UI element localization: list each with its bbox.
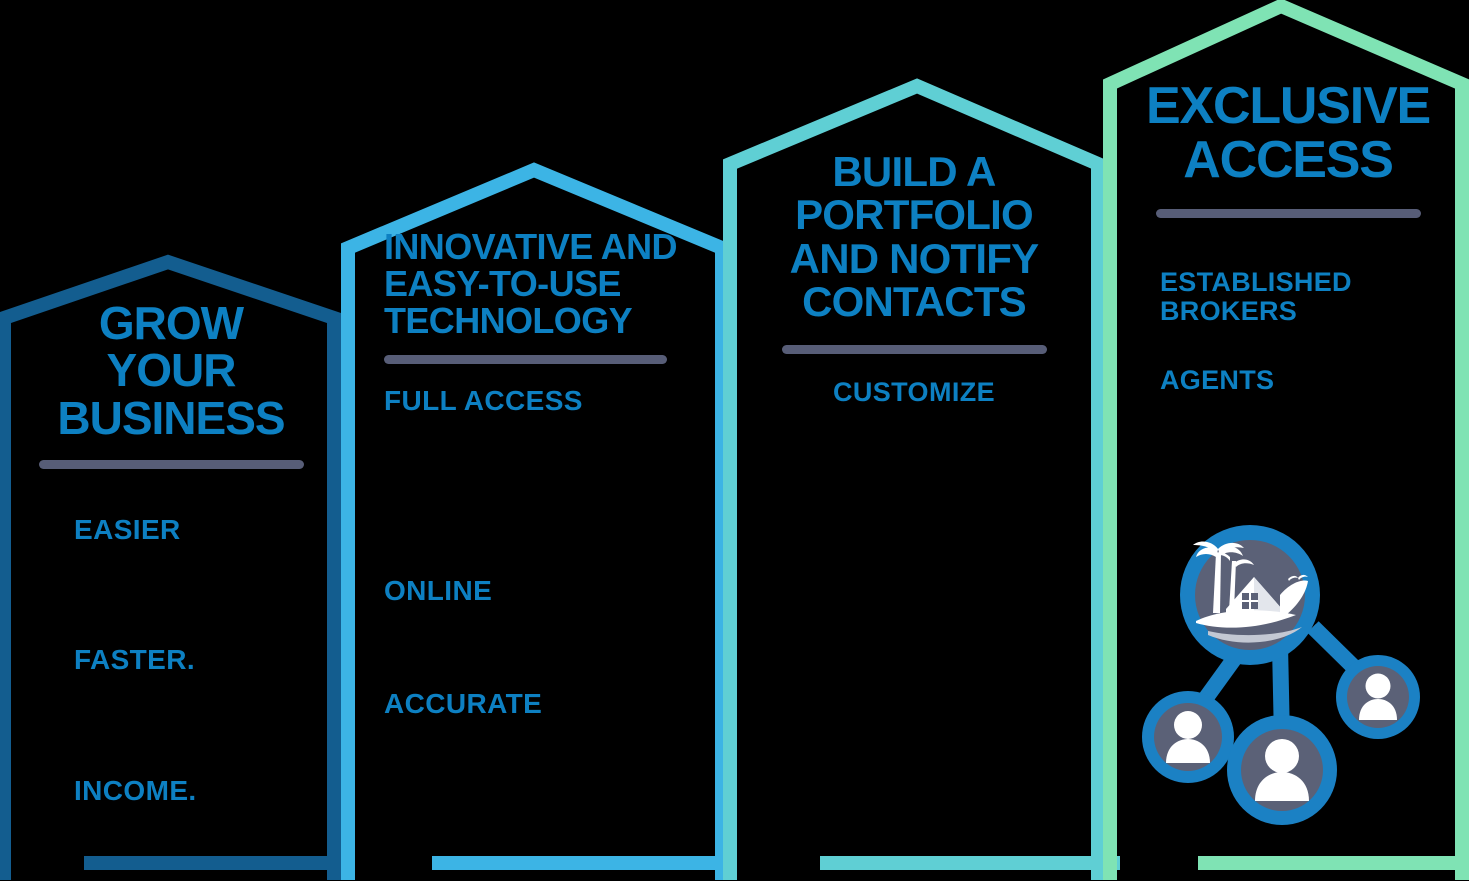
column-4-heading: EXCLUSIVE ACCESS <box>1118 77 1458 189</box>
heading-line: EASY-TO-USE <box>384 263 621 305</box>
column-2-heading: INNOVATIVE AND EASY-TO-USE TECHNOLOGY <box>356 228 708 339</box>
bird-icon <box>1288 574 1308 581</box>
column-2-feature-list: FULL ACCESS ONLINE ACCURATE <box>356 385 708 719</box>
column-1-feature-list: EASIER FASTER. INCOME. <box>12 514 330 806</box>
spacer <box>384 607 708 689</box>
network-people-house-icon <box>1142 525 1420 825</box>
heading-line: GROW <box>98 297 244 349</box>
column-3-divider <box>781 345 1047 354</box>
column-1-divider <box>38 460 304 470</box>
feature-item: EASIER <box>74 514 181 546</box>
feature-item: ESTABLISHED <box>1160 267 1352 298</box>
column-3-heading: BUILD A PORTFOLIO AND NOTIFY CONTACTS <box>738 150 1090 323</box>
benefit-column-3: BUILD A PORTFOLIO AND NOTIFY CONTACTS CU… <box>738 150 1090 407</box>
feature-item: ACCURATE <box>384 687 543 719</box>
column-3-feature-list: CUSTOMIZE <box>738 377 1090 407</box>
column-1-heading: GROW YOUR BUSINESS <box>12 297 330 444</box>
column-4-feature-list: ESTABLISHED BROKERS AGENTS <box>1118 267 1458 396</box>
benefit-column-4: EXCLUSIVE ACCESS ESTABLISHED BROKERS AGE… <box>1118 77 1458 396</box>
heading-line: TECHNOLOGY <box>384 300 633 342</box>
heading-line: YOUR <box>106 344 237 397</box>
heading-line: BUSINESS <box>57 391 285 444</box>
feature-item: INCOME. <box>74 774 197 806</box>
benefit-column-1: GROW YOUR BUSINESS EASIER FASTER. INCOME… <box>12 297 330 806</box>
feature-item: FASTER. <box>74 644 196 676</box>
spacer <box>384 416 708 576</box>
heading-line: EXCLUSIVE <box>1146 77 1431 135</box>
heading-line: BUILD A <box>832 148 996 195</box>
spacer <box>74 545 330 645</box>
palm-tree-icon <box>1193 541 1254 613</box>
spacer <box>74 676 330 776</box>
house-icon <box>1226 577 1282 619</box>
feature-item: AGENTS <box>1160 365 1275 396</box>
heading-line: CONTACTS <box>802 277 1027 325</box>
feature-item: CUSTOMIZE <box>832 377 996 407</box>
feature-item: FULL ACCESS <box>384 385 583 417</box>
heading-line: INNOVATIVE AND <box>384 226 678 267</box>
benefit-column-2: INNOVATIVE AND EASY-TO-USE TECHNOLOGY FU… <box>356 228 708 719</box>
person-node-center <box>1227 715 1337 825</box>
heading-line: AND NOTIFY <box>789 234 1039 282</box>
person-node-right <box>1336 655 1420 739</box>
feature-item: BROKERS <box>1160 296 1298 327</box>
column-4-divider <box>1155 209 1421 219</box>
wave-icon <box>1196 580 1308 643</box>
spacer <box>1160 326 1458 366</box>
feature-item: ONLINE <box>384 575 493 607</box>
column-2-divider <box>384 355 667 365</box>
person-node-left <box>1142 691 1234 783</box>
heading-line: ACCESS <box>1183 130 1394 189</box>
house-node <box>1180 525 1320 665</box>
heading-line: PORTFOLIO <box>795 191 1034 239</box>
